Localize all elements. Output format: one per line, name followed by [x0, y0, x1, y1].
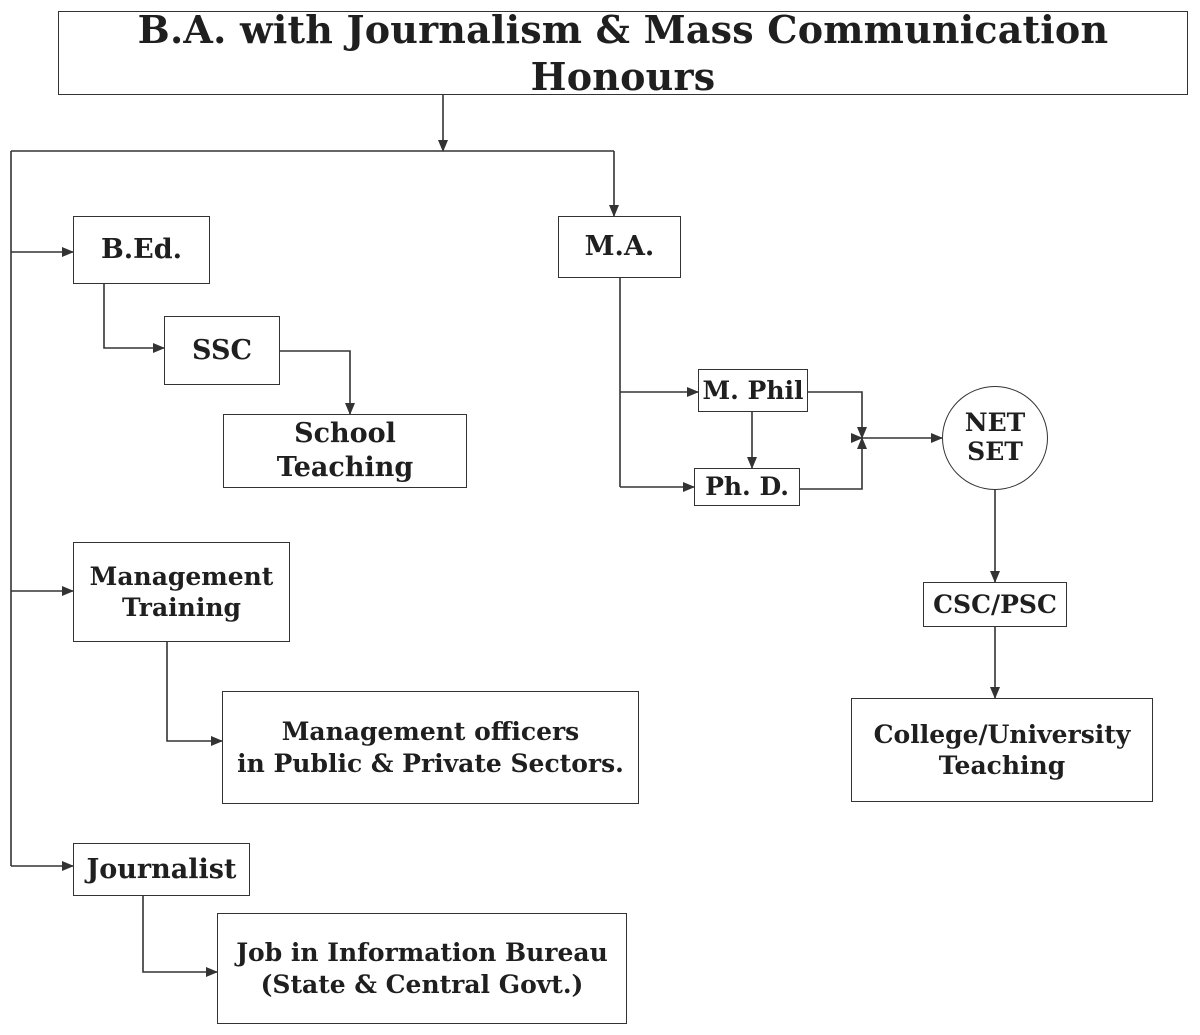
arrow-phd-to-junction: [800, 437, 867, 490]
node-management-officers-line1: Management officers: [281, 717, 580, 747]
node-bed-label: B.Ed.: [100, 234, 183, 266]
arrow-training-to-officers: [166, 642, 223, 746]
node-ma: M.A.: [558, 216, 681, 278]
node-csc-psc-label: CSC/PSC: [933, 589, 1057, 619]
node-phd-label: Ph. D.: [705, 472, 789, 502]
node-management-training-line2: Training: [122, 593, 241, 622]
node-college-teaching-line2: Teaching: [938, 751, 1066, 780]
node-net-set-line2: SET: [967, 437, 1023, 466]
arrow-mphil-to-junction: [808, 391, 867, 439]
arrow-journalist-to-bureau: [142, 896, 218, 977]
node-info-bureau-line2: (State & Central Govt.): [260, 969, 584, 999]
node-college-teaching: College/University Teaching: [851, 698, 1153, 802]
arrow-ssc-to-school: [280, 350, 355, 415]
node-info-bureau: Job in Information Bureau (State & Centr…: [217, 913, 627, 1024]
node-net-set-line1: NET: [964, 408, 1026, 438]
node-management-training: Management Training: [73, 542, 290, 642]
node-college-teaching-line1: College/University: [873, 719, 1131, 749]
node-ssc: SSC: [164, 316, 280, 385]
node-school-teaching-label: School Teaching: [276, 418, 414, 483]
node-management-officers: Management officers in Public & Private …: [222, 691, 639, 804]
node-journalist: Journalist: [73, 843, 250, 896]
node-management-training-line1: Management: [89, 561, 274, 591]
node-phd: Ph. D.: [694, 468, 800, 506]
node-school-teaching: School Teaching: [223, 414, 467, 488]
node-ma-label: M.A.: [584, 231, 655, 263]
node-mphil-label: M. Phil: [702, 375, 804, 405]
node-management-officers-line2: in Public & Private Sectors.: [237, 748, 624, 778]
title-text: B.A. with Journalism & Mass Communicatio…: [137, 6, 1109, 100]
node-net-set: NET SET: [942, 386, 1048, 490]
arrow-bed-to-ssc: [103, 284, 165, 353]
node-mphil: M. Phil: [698, 369, 808, 412]
node-ssc-label: SSC: [192, 334, 252, 366]
node-csc-psc: CSC/PSC: [923, 582, 1067, 627]
node-bed: B.Ed.: [73, 216, 210, 284]
node-journalist-label: Journalist: [86, 853, 237, 885]
node-info-bureau-line1: Job in Information Bureau: [236, 938, 608, 968]
title-box: B.A. with Journalism & Mass Communicatio…: [58, 7, 1188, 99]
